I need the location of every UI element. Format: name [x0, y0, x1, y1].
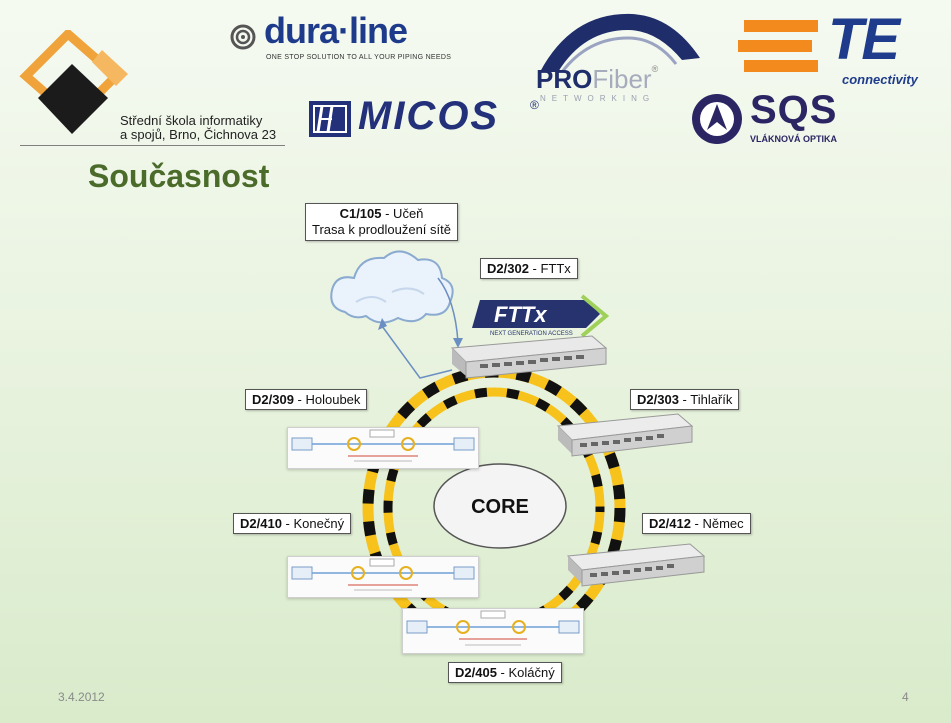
node-c1-name: - Učeň	[381, 206, 424, 221]
node-d2-412-name: - Němec	[690, 516, 744, 531]
switch-tihlarik	[556, 413, 694, 457]
school-logo	[19, 30, 128, 134]
node-label-c1-105: C1/105 - Učeň Trasa k prodloužení sítě	[305, 203, 458, 241]
header-divider	[20, 145, 285, 146]
micos-registered-mark: ®	[530, 98, 539, 112]
link-schematic-holoubek	[287, 427, 479, 469]
sqs-subtitle: VLÁKNOVÁ OPTIKA	[750, 134, 838, 144]
micos-name: MICOS	[358, 94, 500, 138]
te-bar-bottom	[744, 60, 818, 72]
arrow-cloud-to-switch	[381, 325, 453, 379]
node-d2-410-name: - Konečný	[281, 516, 345, 531]
school-name-line2: a spojů, Brno, Čichnova 23	[120, 127, 277, 142]
micos-emblem-icon	[309, 101, 351, 137]
node-label-d2-410: D2/410 - Konečný	[233, 513, 352, 534]
node-d2-303-name: - Tihlařík	[678, 392, 733, 407]
link-schematic-kolacny-graphic	[406, 610, 580, 646]
arrow-head-down	[453, 338, 463, 348]
sqs-logo: SQS VLÁKNOVÁ OPTIKA	[690, 88, 890, 152]
te-bar-top	[744, 20, 818, 32]
core-label: CORE	[471, 496, 529, 518]
school-name: Střední škola informatiky a spojů, Brno,…	[120, 114, 276, 142]
switch-fttx	[450, 335, 608, 379]
fttx-name: FTTx	[494, 302, 547, 327]
fttx-subtitle: NEXT GENERATION ACCESS	[490, 331, 573, 337]
fttx-logo: FTTx NEXT GENERATION ACCESS	[472, 294, 610, 338]
link-schematic-kolacny	[402, 608, 584, 654]
node-c1-line2: Trasa k prodloužení sítě	[312, 222, 451, 237]
te-logo: TE connectivity	[738, 7, 938, 92]
page-number: 4	[902, 690, 909, 704]
school-name-line1: Střední škola informatiky	[120, 113, 263, 128]
node-d2-302-name: - FTTx	[528, 261, 571, 276]
node-label-d2-309: D2/309 - Holoubek	[245, 389, 368, 410]
node-c1-code: C1/105	[339, 206, 382, 221]
profiber-fiber: Fiber	[592, 64, 652, 94]
core-node	[433, 463, 567, 549]
te-name: TE	[828, 7, 900, 72]
profiber-pro: PRO	[536, 64, 593, 94]
link-schematic-konecny	[287, 556, 479, 598]
node-d2-302-code: D2/302	[487, 261, 529, 276]
node-label-d2-412: D2/412 - Němec	[642, 513, 751, 534]
node-d2-405-name: - Koláčný	[496, 665, 555, 680]
profiber-logo: PROFiber® NETWORKING	[532, 8, 702, 108]
arrow-cloud-to-fttx	[437, 277, 459, 343]
node-d2-410-code: D2/410	[240, 516, 282, 531]
profiber-subtitle: NETWORKING	[540, 94, 656, 103]
node-d2-405-code: D2/405	[455, 665, 497, 680]
duraline-swirl-icon	[230, 24, 256, 50]
node-d2-412-code: D2/412	[649, 516, 691, 531]
node-label-d2-302: D2/302 - FTTx	[480, 258, 578, 279]
node-d2-309-code: D2/309	[252, 392, 294, 407]
arrow-head-up	[378, 318, 387, 330]
profiber-registered-mark: ®	[651, 64, 659, 74]
sqs-circle-icon	[692, 94, 742, 144]
link-schematic-holoubek-graphic	[291, 429, 475, 462]
node-d2-303-code: D2/303	[637, 392, 679, 407]
duraline-tagline: ONE STOP SOLUTION TO ALL YOUR PIPING NEE…	[266, 54, 452, 61]
cloud-icon	[330, 250, 454, 324]
profiber-name: PROFiber®	[536, 64, 658, 95]
node-label-d2-405: D2/405 - Koláčný	[448, 662, 562, 683]
link-schematic-konecny-graphic	[291, 558, 475, 591]
duraline-name: dura·line	[264, 10, 408, 51]
footer-date: 3.4.2012	[58, 690, 105, 704]
slide-title: Současnost	[88, 158, 270, 194]
profiber-arch-icon	[540, 13, 700, 73]
sqs-name: SQS	[750, 88, 838, 132]
duraline-logo: dura·line ONE STOP SOLUTION TO ALL YOUR …	[230, 10, 470, 70]
te-bar-mid	[738, 40, 812, 52]
node-d2-309-name: - Holoubek	[293, 392, 361, 407]
te-subtitle: connectivity	[842, 72, 918, 87]
micos-logo: MICOS ®	[308, 94, 544, 142]
switch-nemec	[566, 543, 706, 587]
node-label-d2-303: D2/303 - Tihlařík	[630, 389, 740, 410]
